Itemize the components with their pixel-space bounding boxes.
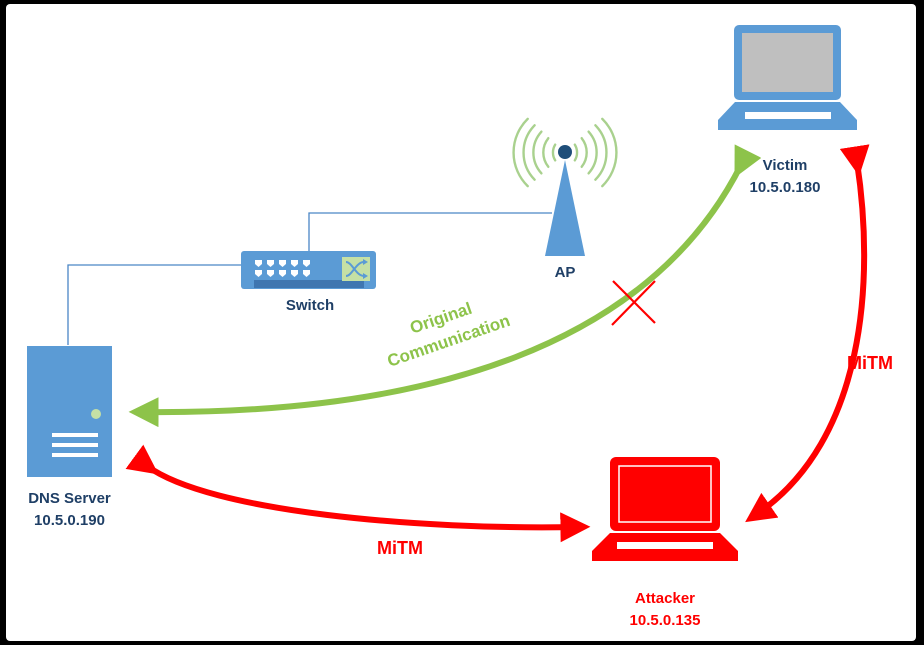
victim-name: Victim [762, 157, 808, 174]
switch-label: Switch [285, 297, 335, 314]
mitm-label-right: MiTM [847, 353, 893, 373]
original-communication-arrow [128, 144, 762, 428]
mitm-victim-attacker-arrow [745, 144, 870, 523]
wire-server-switch [67, 264, 241, 345]
dns-server-label: DNS Server 10.5.0.190 [12, 488, 127, 532]
wireless-antenna-icon [512, 117, 618, 256]
victim-laptop-icon [718, 25, 857, 130]
mitm-server-attacker-arrow [125, 444, 591, 543]
blocked-x-icon [611, 280, 656, 326]
dns-server-name: DNS Server [28, 490, 111, 507]
dns-server-ip: 10.5.0.190 [34, 512, 105, 529]
attacker-ip: 10.5.0.135 [629, 612, 701, 629]
victim-label: Victim 10.5.0.180 [735, 155, 835, 199]
attacker-name: Attacker [634, 590, 696, 607]
wire-switch-ap [308, 212, 552, 251]
attacker-label: Attacker 10.5.0.135 [615, 588, 715, 632]
victim-ip: 10.5.0.180 [749, 179, 821, 196]
attacker-laptop-icon [592, 457, 738, 561]
server-icon [27, 346, 112, 477]
ap-label: AP [554, 264, 576, 281]
mitm-label-bottom: MiTM [377, 538, 423, 558]
switch-icon [241, 251, 376, 289]
